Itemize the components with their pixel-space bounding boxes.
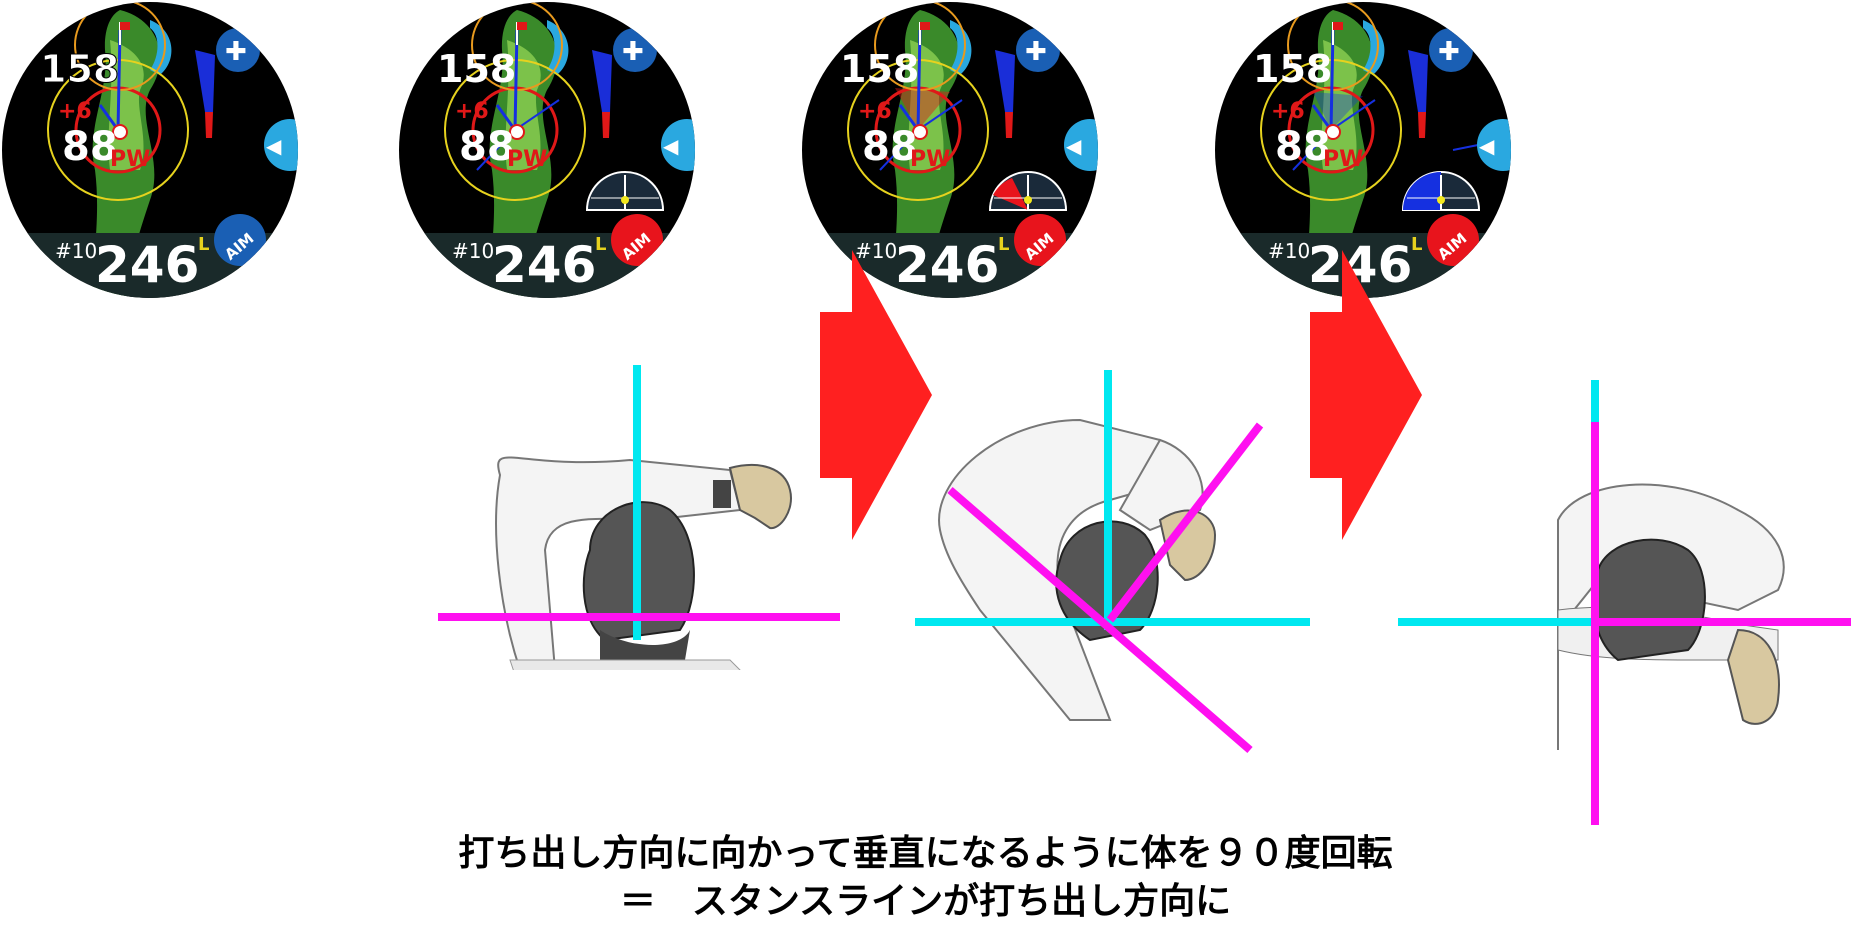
step-arrow-1 bbox=[820, 250, 932, 540]
step-arrow-2 bbox=[1310, 250, 1422, 540]
left-distance: 158 bbox=[840, 47, 919, 91]
back-icon[interactable]: ◀ bbox=[1066, 134, 1082, 158]
golfer-figure-3 bbox=[1398, 380, 1851, 825]
caption-line-2: ＝ スタンスラインが打ち出し方向に bbox=[619, 881, 1232, 922]
plus-icon[interactable]: ✚ bbox=[1025, 37, 1047, 67]
aim-button-bg[interactable] bbox=[611, 214, 663, 266]
back-icon[interactable]: ◀ bbox=[266, 134, 282, 158]
shot-distance: 88 bbox=[1275, 124, 1331, 170]
elevation-text: +6 bbox=[58, 99, 92, 124]
plus-icon[interactable]: ✚ bbox=[622, 37, 644, 67]
side-indicator: L bbox=[1411, 234, 1422, 255]
total-distance: 246 bbox=[95, 236, 199, 294]
elevation-text: +6 bbox=[1271, 99, 1305, 124]
hole-number: #10 bbox=[855, 239, 897, 263]
shot-distance: 88 bbox=[62, 124, 118, 170]
club-label: PW bbox=[110, 147, 150, 172]
back-icon[interactable]: ◀ bbox=[663, 134, 679, 158]
water-hazard bbox=[150, 20, 172, 75]
watch-screen-1: 158 +6 88 PW ✚ ◀ #10 246 L AIM bbox=[0, 0, 300, 300]
plus-icon[interactable]: ✚ bbox=[1438, 37, 1460, 67]
left-distance: 158 bbox=[1253, 47, 1332, 91]
watch-screen-3: 158 +6 88 PW ✚ ◀ #10 246 L AIM bbox=[800, 0, 1100, 300]
total-distance: 246 bbox=[895, 236, 999, 294]
side-indicator: L bbox=[595, 234, 606, 255]
elevation-text: +6 bbox=[455, 99, 489, 124]
club-label: PW bbox=[1323, 147, 1363, 172]
shot-distance: 88 bbox=[862, 124, 918, 170]
aim-button-bg[interactable] bbox=[214, 214, 266, 266]
total-distance: 246 bbox=[492, 236, 596, 294]
elevation-bar bbox=[195, 50, 215, 112]
side-indicator: L bbox=[998, 234, 1009, 255]
left-distance: 158 bbox=[40, 47, 119, 91]
elevation-text: +6 bbox=[858, 99, 892, 124]
side-indicator: L bbox=[198, 234, 209, 255]
stance-gauge bbox=[988, 171, 1068, 211]
stance-gauge bbox=[585, 171, 665, 211]
plus-icon[interactable]: ✚ bbox=[225, 37, 247, 67]
golfer-figure-2 bbox=[915, 370, 1310, 754]
hole-number: #10 bbox=[55, 239, 97, 263]
back-icon[interactable]: ◀ bbox=[1479, 134, 1495, 158]
golfer-figure-1 bbox=[438, 365, 840, 670]
aim-button-bg[interactable] bbox=[1014, 214, 1066, 266]
stance-gauge bbox=[1401, 171, 1481, 211]
left-distance: 158 bbox=[437, 47, 516, 91]
watch-screen-4: 158 +6 88 PW ✚ ◀ #10 246 L AIM bbox=[1213, 0, 1513, 300]
hand bbox=[728, 464, 792, 530]
arms bbox=[495, 456, 742, 670]
watch-screen-2: 158 +6 88 PW ✚ ◀ #10 246 L AIM bbox=[397, 0, 697, 300]
caption-line-1: 打ち出し方向に向かって垂直になるように体を９０度回転 bbox=[458, 833, 1393, 874]
aim-button-bg[interactable] bbox=[1427, 214, 1479, 266]
club-label: PW bbox=[507, 147, 547, 172]
shot-distance: 88 bbox=[459, 124, 515, 170]
hole-number: #10 bbox=[1268, 239, 1310, 263]
club-label: PW bbox=[910, 147, 950, 172]
hole-number: #10 bbox=[452, 239, 494, 263]
